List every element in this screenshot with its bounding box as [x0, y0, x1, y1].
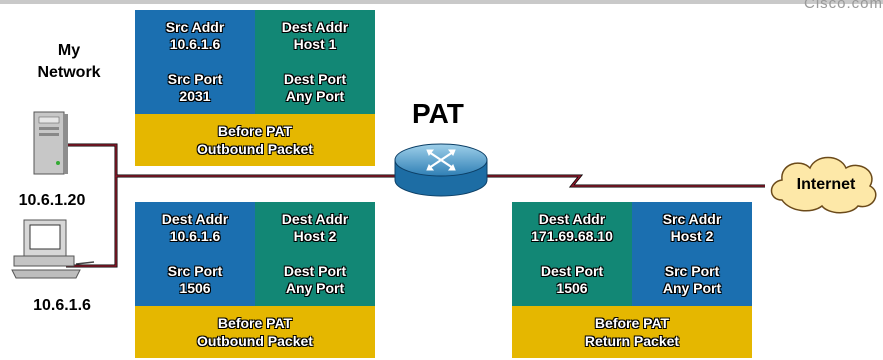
- cell-value: 10.6.1.6: [169, 228, 221, 244]
- packet-cell-dest-addr: Dest Addr 10.6.1.6: [135, 202, 255, 254]
- packet-cell-src-addr: Src Addr 10.6.1.6: [135, 10, 255, 62]
- footer-line1: Before PAT: [594, 315, 670, 331]
- cell-title: Dest Addr: [281, 19, 349, 35]
- cell-title: Dest Addr: [161, 211, 229, 227]
- cell-value: Any Port: [285, 280, 345, 296]
- cell-title: Dest Port: [283, 263, 347, 279]
- internet-cloud-icon: [770, 156, 877, 214]
- top-bar: [0, 0, 883, 4]
- packet-cell-src-addr: Src Addr Host 2: [632, 202, 752, 254]
- packet-footer: Before PAT Outbound Packet: [135, 114, 375, 166]
- footer-line1: Before PAT: [217, 123, 293, 139]
- cell-value: 10.6.1.6: [169, 36, 221, 52]
- server-icon: [33, 111, 68, 175]
- cell-title: Src Port: [167, 263, 223, 279]
- packet-cell-src-port: Src Port 1506: [135, 254, 255, 306]
- cell-title: Dest Addr: [281, 211, 349, 227]
- packet-footer: Before PAT Outbound Packet: [135, 306, 375, 358]
- packet-return: Dest Addr 171.69.68.10 Src Addr Host 2 D…: [512, 202, 752, 358]
- my-network-label-line1: My: [57, 42, 81, 59]
- packet-footer: Before PAT Return Packet: [512, 306, 752, 358]
- my-network-label: My Network: [34, 40, 104, 84]
- cell-value: 171.69.68.10: [531, 228, 613, 244]
- packet-cell-dest-port: Dest Port 1506: [512, 254, 632, 306]
- internet-label: Internet: [796, 176, 856, 193]
- cell-title: Dest Port: [540, 263, 604, 279]
- pc-icon: [11, 219, 95, 279]
- footer-line2: Return Packet: [584, 333, 680, 349]
- packet-outbound-host1: Src Addr 10.6.1.6 Dest Addr Host 1 Src P…: [135, 10, 375, 166]
- packet-cell-src-port: Src Port 2031: [135, 62, 255, 114]
- footer-line2: Outbound Packet: [197, 141, 313, 157]
- router-icon: [394, 143, 488, 197]
- cell-value: 2031: [179, 88, 211, 104]
- packet-cell-dest-port: Dest Port Any Port: [255, 62, 375, 114]
- cell-title: Src Port: [167, 71, 223, 87]
- cell-title: Dest Addr: [538, 211, 606, 227]
- footer-line1: Before PAT: [217, 315, 293, 331]
- cell-value: Host 1: [293, 36, 337, 52]
- cell-title: Src Addr: [165, 19, 225, 35]
- brand-logo: Cisco.com: [803, 0, 883, 12]
- footer-line2: Outbound Packet: [197, 333, 313, 349]
- cell-value: Host 2: [670, 228, 714, 244]
- cell-value: 1506: [179, 280, 211, 296]
- packet-cell-dest-port: Dest Port Any Port: [255, 254, 375, 306]
- packet-cell-dest-addr: Dest Addr Host 1: [255, 10, 375, 62]
- packet-cell-dest-addr: Dest Addr 171.69.68.10: [512, 202, 632, 254]
- cell-value: Any Port: [285, 88, 345, 104]
- packet-outbound-host2: Dest Addr 10.6.1.6 Dest Addr Host 2 Src …: [135, 202, 375, 358]
- packet-cell-dest-addr: Dest Addr Host 2: [255, 202, 375, 254]
- cell-value: Any Port: [662, 280, 722, 296]
- cell-value: 1506: [556, 280, 588, 296]
- pat-label: PAT: [412, 98, 464, 129]
- cell-title: Dest Port: [283, 71, 347, 87]
- cell-title: Src Port: [664, 263, 720, 279]
- server-ip-label: 10.6.1.20: [18, 192, 86, 209]
- pc-ip-label: 10.6.1.6: [33, 297, 91, 314]
- cell-value: Host 2: [293, 228, 337, 244]
- my-network-label-line2: Network: [37, 64, 101, 81]
- packet-cell-src-port: Src Port Any Port: [632, 254, 752, 306]
- cell-title: Src Addr: [662, 211, 722, 227]
